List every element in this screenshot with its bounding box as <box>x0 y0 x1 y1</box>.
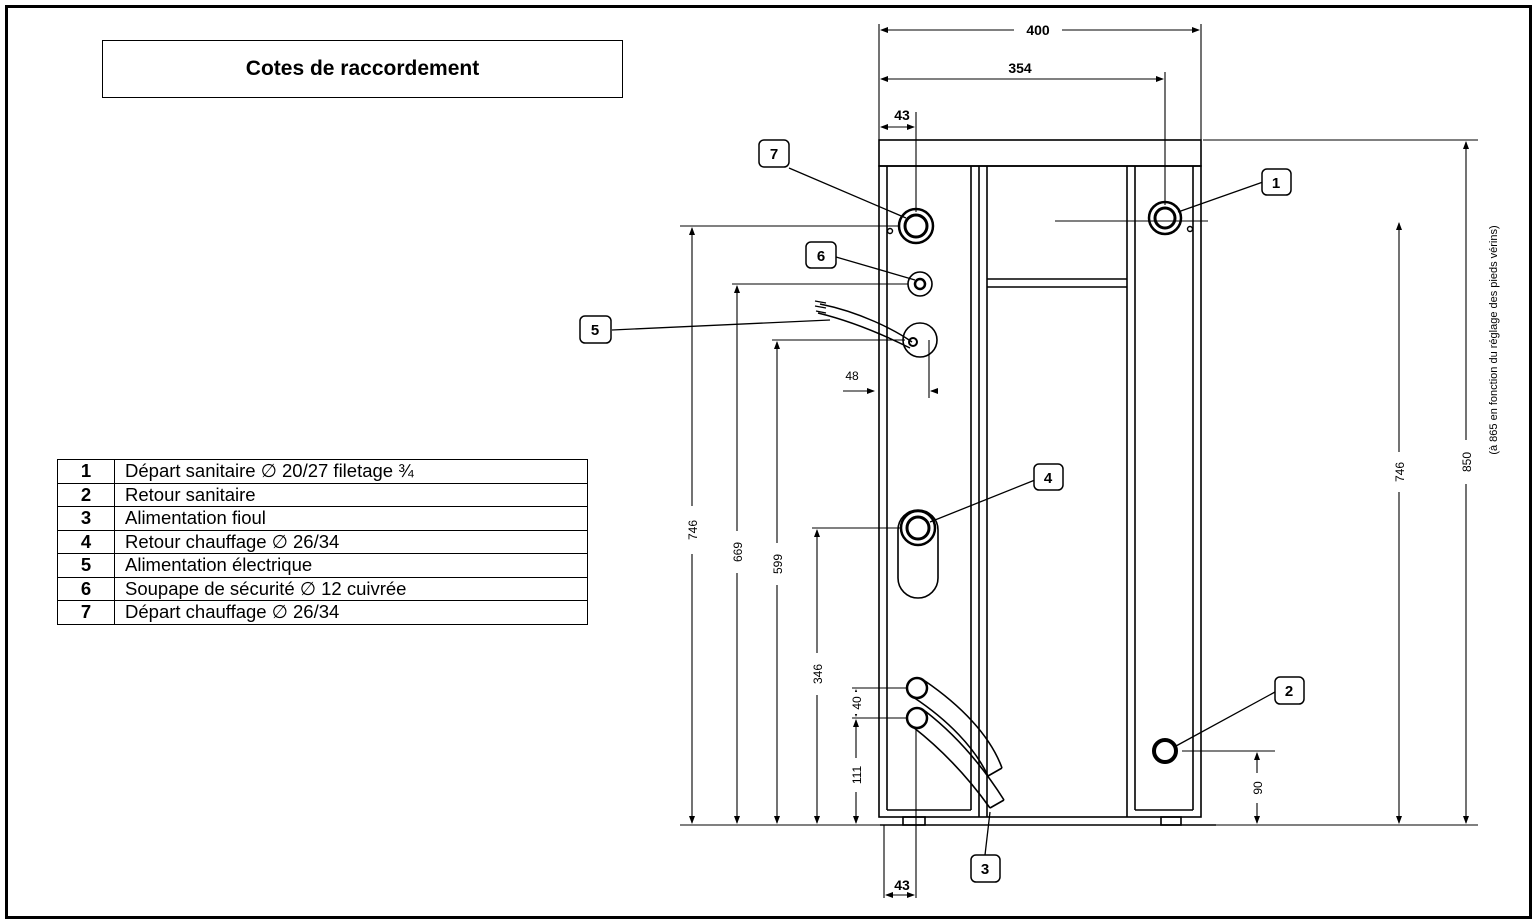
legend-label: Alimentation fioul <box>114 506 588 531</box>
svg-text:5: 5 <box>591 322 599 339</box>
legend-label: Départ chauffage ∅ 26/34 <box>114 600 588 625</box>
callout-leaders <box>611 167 1276 856</box>
connection-1-pipe <box>1147 200 1194 236</box>
connection-5-electric <box>814 300 938 358</box>
legend-label: Retour sanitaire <box>114 482 588 507</box>
legend-row: 2 Retour sanitaire <box>57 482 588 507</box>
legend-table: 1 Départ sanitaire ∅ 20/27 filetage ¾ 2 … <box>57 459 588 625</box>
svg-text:7: 7 <box>770 146 778 163</box>
legend-row: 1 Départ sanitaire ∅ 20/27 filetage ¾ <box>57 459 588 484</box>
svg-text:2: 2 <box>1285 683 1293 700</box>
svg-text:4: 4 <box>1044 470 1053 487</box>
svg-text:1: 1 <box>1272 175 1280 192</box>
legend-number: 6 <box>57 576 115 601</box>
legend-label: Retour chauffage ∅ 26/34 <box>114 529 588 554</box>
dim-90-label: 90 <box>1251 781 1265 795</box>
connection-3-fuel-pipes <box>905 676 1005 809</box>
callout-1: 1 <box>1261 168 1292 196</box>
dim-746-left-label: 746 <box>686 520 700 540</box>
callout-7: 7 <box>758 139 790 168</box>
legend-row: 7 Départ chauffage ∅ 26/34 <box>57 600 588 625</box>
dim-354-label: 354 <box>1008 60 1032 76</box>
legend-row: 3 Alimentation fioul <box>57 506 588 531</box>
legend-label: Départ sanitaire ∅ 20/27 filetage ¾ <box>114 459 588 484</box>
connection-4-pipe <box>897 509 939 599</box>
dim-111-label: 111 <box>850 766 864 785</box>
svg-text:6: 6 <box>817 248 825 265</box>
legend-number: 7 <box>57 600 115 625</box>
dimension-arrows <box>689 27 1469 898</box>
dim-43-top-label: 43 <box>894 107 910 123</box>
legend-number: 4 <box>57 529 115 554</box>
legend-row: 4 Retour chauffage ∅ 26/34 <box>57 529 588 554</box>
page-title: Cotes de raccordement <box>102 40 623 98</box>
dim-850-label: 850 <box>1460 452 1474 472</box>
dim-40-label: 40 <box>850 696 864 710</box>
svg-text:3: 3 <box>981 861 989 878</box>
dim-669-label: 669 <box>731 542 745 562</box>
dim-346-label: 346 <box>811 664 825 684</box>
legend-number: 2 <box>57 482 115 507</box>
legend-row: 5 Alimentation électrique <box>57 553 588 578</box>
callout-2: 2 <box>1274 676 1305 705</box>
connection-2-pipe <box>1152 738 1178 764</box>
callout-4: 4 <box>1033 463 1064 491</box>
callout-5: 5 <box>579 315 612 344</box>
legend-number: 1 <box>57 459 115 484</box>
callout-6: 6 <box>805 241 837 269</box>
legend-label: Alimentation électrique <box>114 553 588 578</box>
dim-400-label: 400 <box>1026 22 1050 38</box>
boiler-outline <box>878 139 1216 826</box>
callout-3: 3 <box>970 854 1001 883</box>
connection-6-valve <box>907 271 933 297</box>
dim-746-right-label: 746 <box>1393 462 1407 482</box>
dim-48-label: 48 <box>845 369 859 383</box>
dim-43-bottom-label: 43 <box>894 877 910 893</box>
page-frame <box>5 5 1532 919</box>
dim-599-label: 599 <box>771 554 785 574</box>
dim-note-label: (à 865 en fonction du réglage des pieds … <box>1488 225 1500 454</box>
